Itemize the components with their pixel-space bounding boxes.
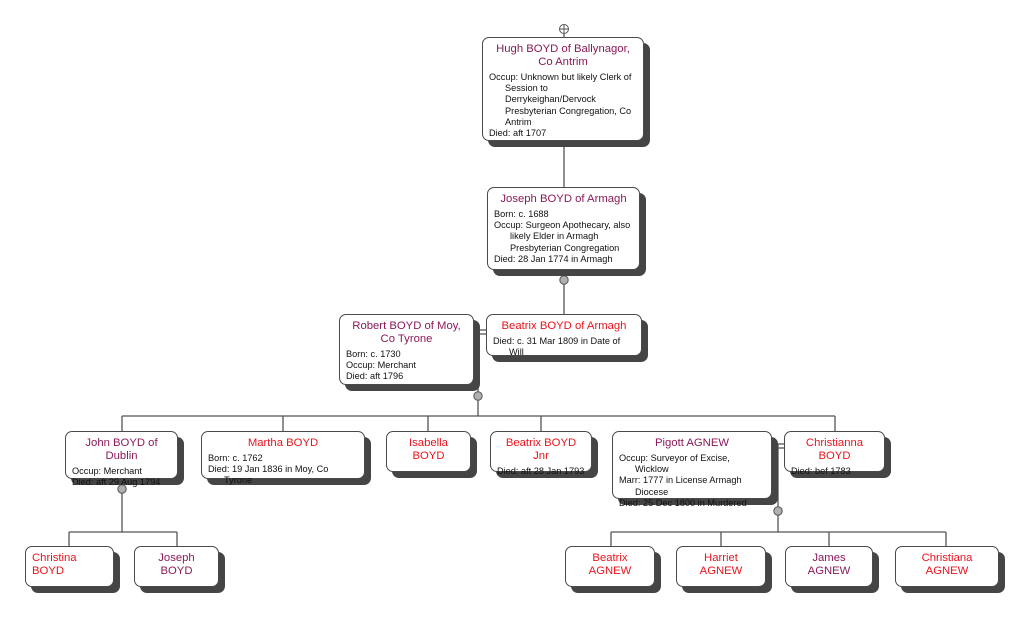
person-fact: Died: aft 29 Aug 1794 [72,477,161,488]
person-fact: Died: 28 Jan 1774 in Armagh [494,253,613,264]
person-name: Robert BOYD of Moy, Co Tyrone [352,320,461,345]
person-box-christina-boyd[interactable]: Christina BOYD [25,546,114,587]
person-name: Pigott AGNEW [654,437,730,449]
person-name: Beatrix BOYD of Armagh [501,320,627,332]
person-name: Beatrix BOYD Jnr [505,437,577,462]
person-box-beatrix-agnew[interactable]: Beatrix AGNEW [565,546,655,587]
family-node-icon [773,506,783,516]
person-box-pigott-agnew[interactable]: Pigott AGNEW Occup: Surveyor of Excise, … [612,431,772,508]
person-box-john-boyd[interactable]: John BOYD of Dublin Occup: Merchant Died… [65,431,178,487]
person-fact: Died: bef 1783 [791,466,851,476]
person-name: Christiana AGNEW [921,552,973,577]
person-name: Beatrix AGNEW [588,552,632,577]
person-fact: Died: c. 31 Mar 1809 in Date of Will [493,336,621,358]
expand-ancestors-icon [559,24,569,34]
person-fact: Born: c. 1688 [494,209,549,219]
person-fact: Died: 25 Dec 1800 in Murdered [619,497,747,508]
person-name: Martha BOYD [247,437,319,449]
person-name: James AGNEW [807,552,851,577]
person-box-joseph-boyd[interactable]: Joseph BOYD [134,546,219,587]
person-box-robert-boyd[interactable]: Robert BOYD of Moy, Co Tyrone Born: c. 1… [339,314,474,385]
person-fact: Died: aft 1796 [346,371,404,382]
person-fact: Died: aft 1707 [489,128,547,139]
person-name: Christianna BOYD [805,437,864,462]
person-name: Christina BOYD [32,552,77,577]
person-box-martha-boyd[interactable]: Martha BOYD Born: c. 1762 Died: 19 Jan 1… [201,431,365,485]
person-box-joseph-boyd-of-armagh[interactable]: Joseph BOYD of Armagh Born: c. 1688 Occu… [487,187,640,270]
person-box-isabella-boyd[interactable]: Isabella BOYD [386,431,471,472]
person-box-james-agnew[interactable]: James AGNEW [785,546,873,587]
person-box-hugh-boyd[interactable]: Hugh BOYD of Ballynagor, Co Antrim Occup… [482,37,644,141]
person-box-harriet-agnew[interactable]: Harriet AGNEW [676,546,766,587]
family-node-icon [117,484,127,494]
person-box-christiana-agnew[interactable]: Christiana AGNEW [895,546,999,587]
person-name: Harriet AGNEW [699,552,743,577]
person-name: Isabella BOYD [409,437,448,462]
person-name: John BOYD of Dublin [85,437,158,462]
person-fact: Occup: Unknown but likely Clerk of Sessi… [489,72,632,127]
family-node-icon [559,275,569,285]
person-box-christianna-boyd[interactable]: Christianna BOYD Died: bef 1783 [784,431,885,476]
person-name: Joseph BOYD [158,552,195,577]
family-node-icon [473,391,483,401]
person-fact: Occup: Surgeon Apothecary, also likely E… [494,220,631,253]
person-fact: Died: aft 28 Jan 1793 [497,466,585,476]
person-name: Joseph BOYD of Armagh [500,193,627,205]
person-fact: Occup: Merchant [346,360,416,371]
person-fact: Marr: 1777 in License Armagh Diocese [619,475,742,497]
person-fact: Born: c. 1762 [208,453,263,463]
person-fact: Occup: Merchant [72,466,142,476]
person-fact: Occup: Surveyor of Excise, Wicklow [619,453,730,475]
person-fact: Born: c. 1730 [346,349,401,359]
person-fact: Died: 19 Jan 1836 in Moy, Co Tyrone [208,464,329,486]
person-box-beatrix-boyd-of-armagh[interactable]: Beatrix BOYD of Armagh Died: c. 31 Mar 1… [486,314,642,358]
person-box-beatrix-boyd-jnr[interactable]: Beatrix BOYD Jnr Died: aft 28 Jan 1793 [490,431,592,476]
person-name: Hugh BOYD of Ballynagor, Co Antrim [496,43,630,68]
